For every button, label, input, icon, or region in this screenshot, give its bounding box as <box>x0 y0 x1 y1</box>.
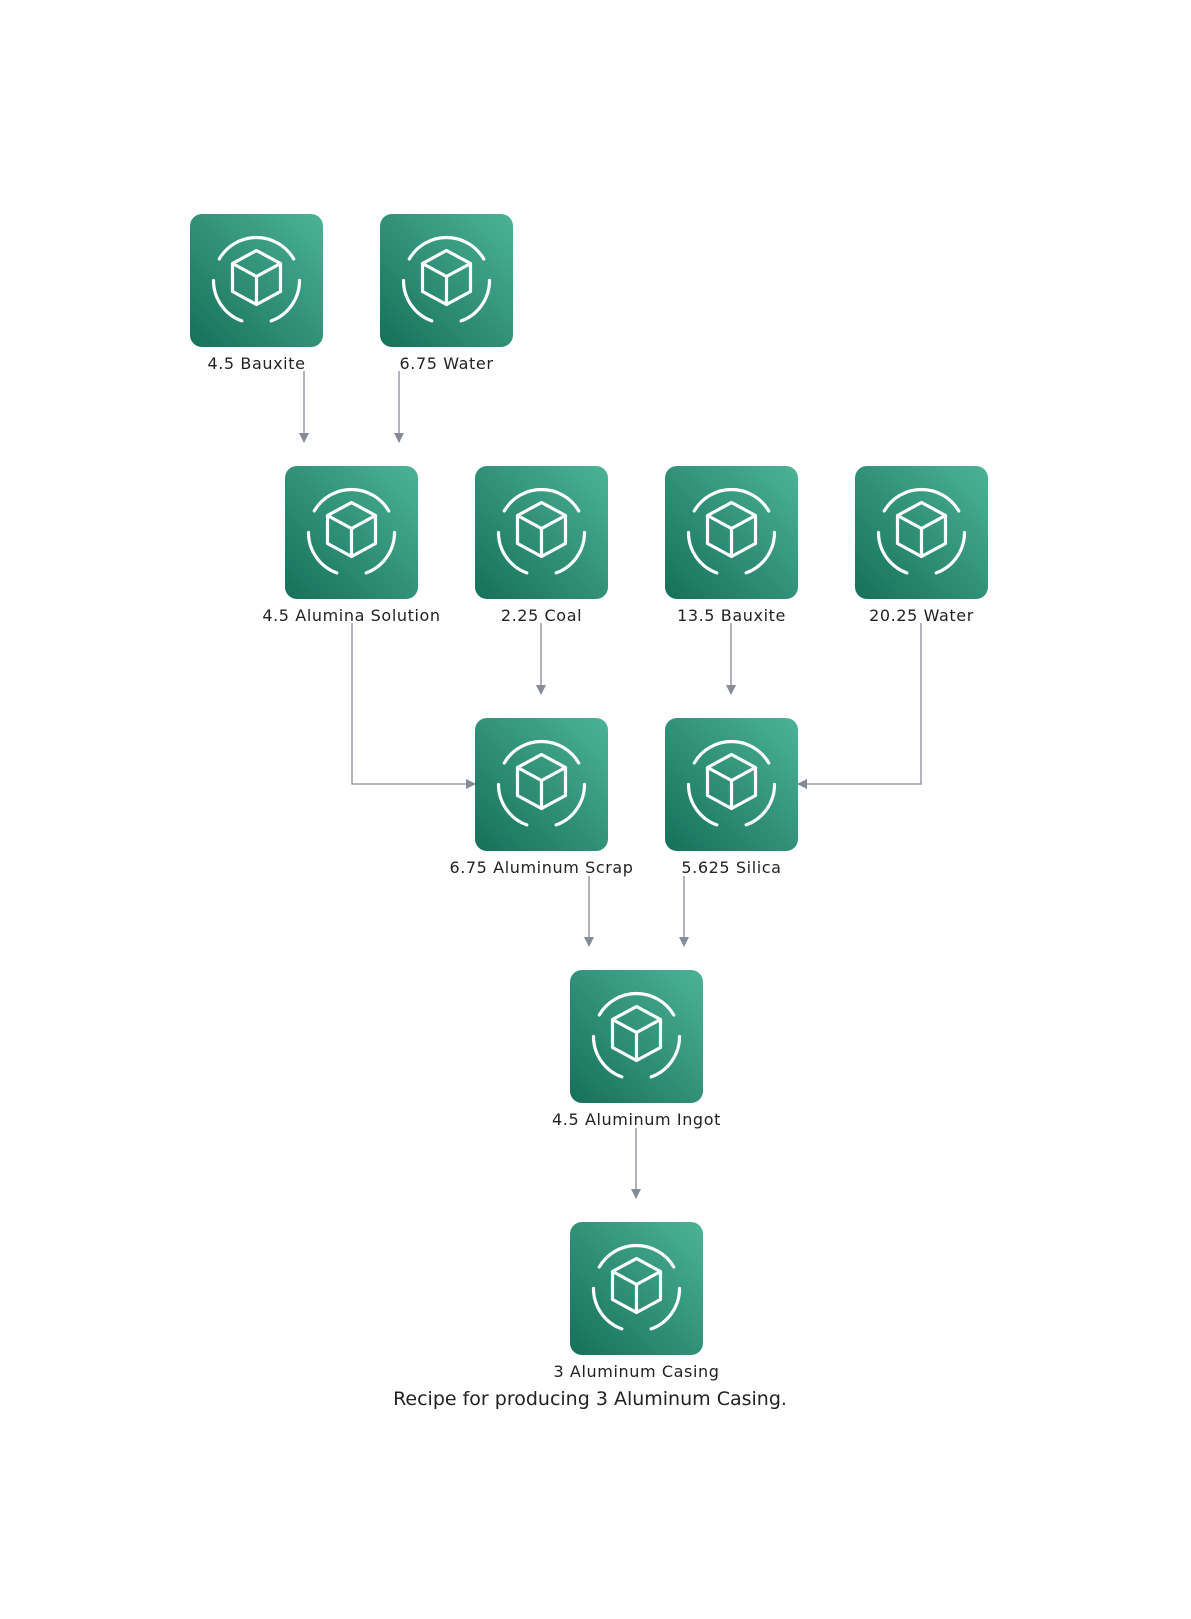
node-silica: 5.625 Silica <box>665 718 798 877</box>
diagram-caption: Recipe for producing 3 Aluminum Casing. <box>393 1388 787 1410</box>
edge-arrow-water-2-to-silica <box>797 623 922 789</box>
node-coal: 2.25 Coal <box>475 466 608 625</box>
node-label: 4.5 Bauxite <box>207 354 305 373</box>
node-bauxite-1: 4.5 Bauxite <box>190 214 323 373</box>
nodes-layer: 4.5 Bauxite 6.75 Water 4.5 Alumina Solutio… <box>190 214 988 1381</box>
node-alumina-solution: 4.5 Alumina Solution <box>262 466 440 625</box>
resource-cube-icon <box>211 235 302 323</box>
node-aluminum-scrap: 6.75 Aluminum Scrap <box>449 718 633 877</box>
node-label: 6.75 Aluminum Scrap <box>449 858 633 877</box>
node-water-2: 20.25 Water <box>855 466 988 625</box>
node-aluminum-ingot: 4.5 Aluminum Ingot <box>552 970 721 1129</box>
resource-cube-icon <box>686 487 777 575</box>
resource-cube-icon <box>686 739 777 827</box>
node-aluminum-casing: 3 Aluminum Casing <box>553 1222 719 1381</box>
node-label: 3 Aluminum Casing <box>553 1362 719 1381</box>
node-bauxite-2: 13.5 Bauxite <box>665 466 798 625</box>
node-label: 20.25 Water <box>869 606 974 625</box>
edge-arrow-alumina-solution-to-aluminum-scrap <box>351 623 476 789</box>
node-label: 5.625 Silica <box>681 858 781 877</box>
node-label: 6.75 Water <box>399 354 493 373</box>
node-water-1: 6.75 Water <box>380 214 513 373</box>
resource-cube-icon <box>496 487 587 575</box>
resource-cube-icon <box>306 487 397 575</box>
node-label: 13.5 Bauxite <box>677 606 786 625</box>
resource-cube-icon <box>876 487 967 575</box>
node-label: 2.25 Coal <box>501 606 582 625</box>
resource-cube-icon <box>591 991 682 1079</box>
node-label: 4.5 Aluminum Ingot <box>552 1110 721 1129</box>
edges-layer <box>299 371 922 1199</box>
node-label: 4.5 Alumina Solution <box>262 606 440 625</box>
resource-cube-icon <box>401 235 492 323</box>
resource-cube-icon <box>591 1243 682 1331</box>
resource-cube-icon <box>496 739 587 827</box>
